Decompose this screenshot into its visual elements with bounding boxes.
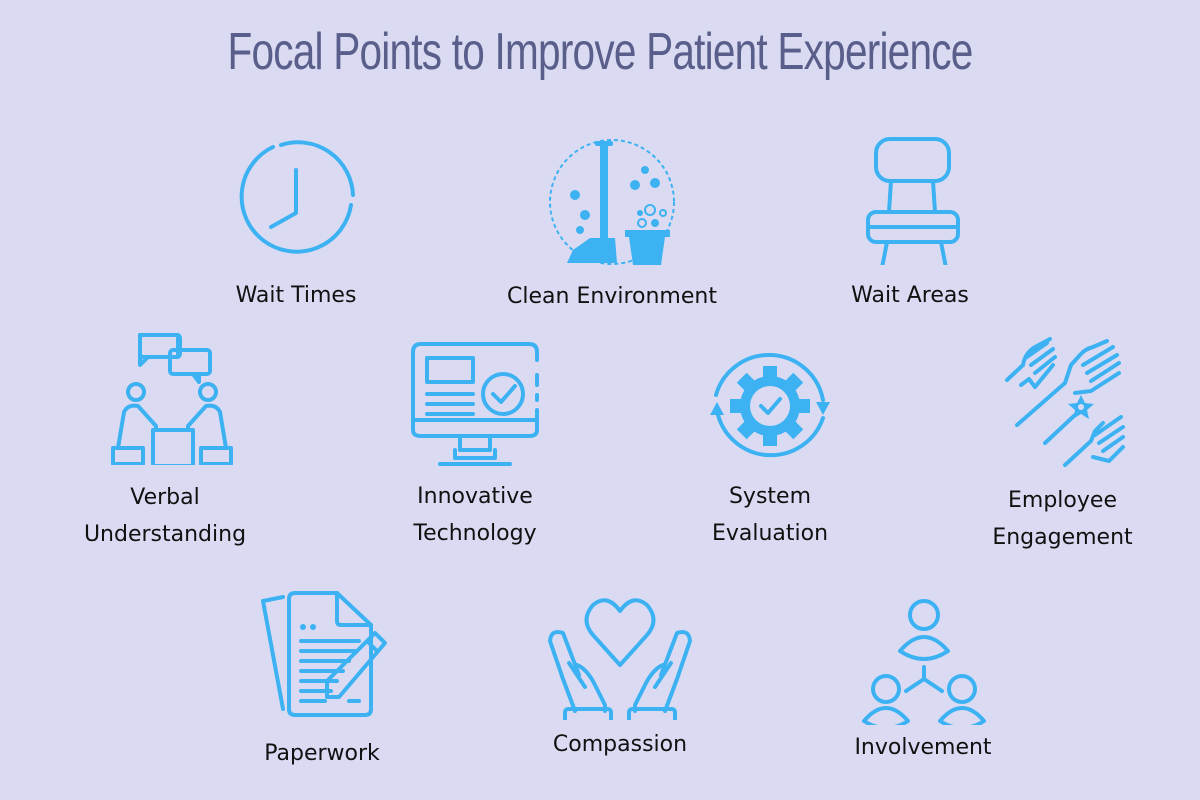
conversation-icon — [110, 333, 233, 465]
item-label: Wait Times — [235, 283, 357, 308]
item-innovative-technology: Innovative Technology — [370, 340, 580, 552]
item-wait-times: Wait Times — [196, 135, 396, 314]
item-wait-areas: Wait Areas — [810, 135, 1010, 314]
clock-icon — [239, 140, 355, 254]
item-label: Employee Engagement — [992, 488, 1133, 550]
gear-cycle-icon — [709, 353, 830, 458]
raised-hands-icon — [1005, 337, 1125, 467]
item-label: Paperwork — [264, 741, 380, 766]
heart-hands-icon — [548, 598, 692, 720]
item-label: Involvement — [854, 735, 992, 760]
item-label: Wait Areas — [851, 283, 969, 308]
item-clean-environment: Clean Environment — [462, 135, 762, 315]
item-verbal-understanding: Verbal Understanding — [50, 330, 280, 553]
broom-bucket-icon — [548, 139, 675, 265]
item-system-evaluation: System Evaluation — [670, 340, 870, 552]
item-label: Innovative Technology — [413, 484, 537, 546]
item-employee-engagement: Employee Engagement — [960, 335, 1165, 556]
item-involvement: Involvement — [823, 595, 1023, 766]
item-label: Compassion — [552, 732, 688, 757]
item-label: System Evaluation — [711, 484, 829, 546]
item-label: Clean Environment — [507, 284, 717, 309]
item-paperwork: Paperwork — [222, 585, 422, 772]
monitor-check-icon — [411, 342, 539, 466]
people-network-icon — [862, 599, 986, 725]
item-label: Verbal Understanding — [83, 485, 247, 547]
document-pencil-icon — [260, 591, 387, 717]
page-title: Focal Points to Improve Patient Experien… — [227, 23, 973, 81]
item-compassion: Compassion — [520, 585, 720, 763]
chair-icon — [866, 137, 960, 265]
